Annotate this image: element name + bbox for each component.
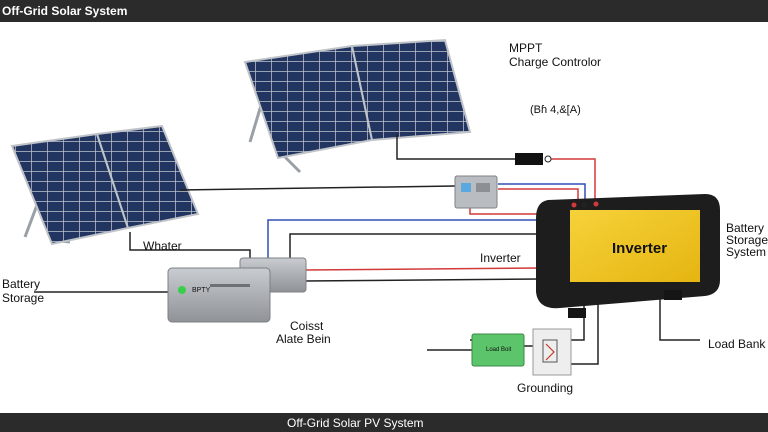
- footer-caption: Off-Grid Solar PV System: [287, 416, 424, 430]
- water-label: Whater: [143, 239, 182, 253]
- const-label: Coisst: [290, 319, 324, 333]
- diagram-svg: [10, 38, 720, 376]
- mppt-label: MPPT: [509, 41, 543, 55]
- wire-back-array: [396, 134, 515, 160]
- inverter-label: Inverter: [480, 251, 521, 265]
- caption-bar: Off-Grid Solar PV System: [0, 413, 768, 432]
- solar-array-front: [10, 124, 200, 246]
- wire-battery-neg: [304, 278, 541, 282]
- battery-storage-right-line1: Battery: [726, 221, 765, 235]
- battery-storage-left-line1: Battery: [2, 277, 41, 291]
- grounding-panel: [532, 328, 572, 376]
- inverter-unit: [536, 194, 720, 318]
- fuse: [515, 153, 552, 165]
- battery-face-label: BPTY: [192, 287, 211, 294]
- title-bar: Off-Grid Solar System: [0, 0, 768, 22]
- load-box: [471, 333, 525, 367]
- wire-battery-blue: [267, 219, 540, 262]
- load-box-label: Load Boit: [486, 347, 512, 353]
- wire-controller-blue: [498, 183, 586, 204]
- solar-array-back: [243, 38, 472, 174]
- load-bank-label: Load Bank: [708, 337, 766, 351]
- wire-ground-2: [562, 292, 599, 365]
- battery-storage-right-line2: Storage: [726, 233, 768, 247]
- grounding-label: Grounding: [517, 381, 574, 395]
- wire-battery-black: [289, 233, 540, 262]
- page-title: Off-Grid Solar System: [2, 4, 128, 18]
- alate-label: Alate Bein: [276, 332, 331, 346]
- battery-storage-left-line2: Storage: [2, 291, 45, 305]
- inverter-face-label: Inverter: [612, 240, 668, 257]
- solar-panel-back-left: [243, 44, 374, 160]
- wire-water-label: [129, 232, 251, 262]
- inverter-faceplate: [570, 210, 700, 282]
- solar-panel-back-right: [350, 38, 472, 142]
- wire-battery-red: [304, 267, 541, 271]
- battery-bank: [167, 257, 307, 323]
- charge-controller: [454, 175, 498, 209]
- solar-panel-front-right: [95, 124, 200, 230]
- battery-storage-right-line3: System: [726, 245, 767, 259]
- battery-main: [167, 267, 271, 323]
- wire-load-bank: [659, 290, 700, 341]
- rating-label: (Bɦ 4,&[A): [530, 104, 581, 116]
- charge-controller-label: Charge Controlor: [509, 55, 602, 69]
- wire-front-array: [179, 185, 456, 191]
- wire-fuse-red: [545, 158, 596, 202]
